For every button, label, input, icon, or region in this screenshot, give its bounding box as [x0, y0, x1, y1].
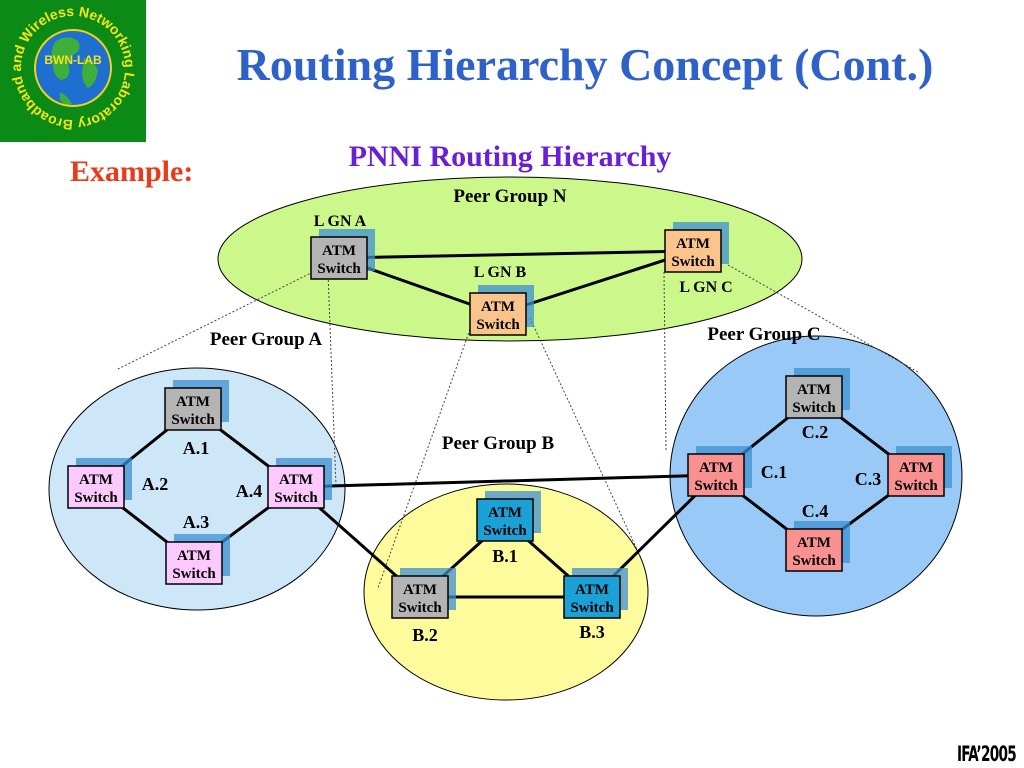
node-label-a2: A.2 [142, 474, 169, 494]
switch-box [687, 453, 745, 497]
switch-label-line2: Switch [894, 478, 938, 494]
switch-label-line2: Switch [483, 523, 527, 539]
switch-label-line2: Switch [274, 490, 318, 506]
atm-switch-b1: ATM Switch [476, 491, 541, 542]
node-label-a4: A.4 [236, 481, 263, 501]
switch-label-line2: Switch [398, 600, 442, 616]
switch-box [785, 375, 843, 419]
switch-box [469, 292, 527, 336]
atm-switch-c3: ATM Switch [887, 446, 952, 497]
atm-switch-a1: ATM Switch [164, 380, 229, 431]
projection-line [727, 264, 919, 373]
peer-group-n-label: Peer Group N [453, 186, 567, 207]
switch-box [664, 229, 722, 273]
peer-group-c-label: Peer Group C [707, 324, 820, 345]
example-label: Example: [70, 155, 194, 188]
node-label-b1: B.1 [492, 546, 518, 566]
node-label-lgn_b: L GN B [474, 264, 527, 281]
switch-box [785, 528, 843, 572]
atm-switch-lgn_a: ATM Switch [310, 229, 375, 280]
peer-group-a-ellipse [48, 367, 346, 611]
projection-line [115, 271, 314, 371]
logo-center-text: BWN-LAB [44, 53, 102, 67]
switch-label-line2: Switch [694, 478, 738, 494]
switch-box [563, 575, 621, 619]
node-label-c3: C.3 [855, 469, 882, 489]
link-lgn_a-lgn_c [338, 249, 694, 260]
switch-label-line1: ATM [176, 394, 210, 410]
node-label-b3: B.3 [579, 622, 605, 642]
switch-box [267, 465, 325, 509]
switch-box [476, 498, 534, 542]
switch-label-line1: ATM [403, 582, 437, 598]
switch-label-line1: ATM [488, 505, 522, 521]
switch-label-line1: ATM [279, 472, 313, 488]
switch-label-line1: ATM [481, 299, 515, 315]
switch-label-line2: Switch [570, 600, 614, 616]
peer-group-b-ellipse [363, 483, 649, 701]
switch-box [165, 541, 223, 585]
node-label-a1: A.1 [183, 438, 210, 458]
switch-box [164, 387, 222, 431]
atm-switch-c1: ATM Switch [687, 446, 752, 497]
switch-label-line2: Switch [476, 317, 520, 333]
switch-box [310, 236, 368, 280]
atm-switch-c2: ATM Switch [785, 368, 850, 419]
switch-box [887, 453, 945, 497]
node-label-lgn_a: L GN A [314, 213, 367, 230]
switch-label-line1: ATM [177, 548, 211, 564]
diagram-subtitle: PNNI Routing Hierarchy [348, 140, 672, 173]
atm-switch-a2: ATM Switch [67, 458, 132, 509]
switch-label-line1: ATM [899, 460, 933, 476]
switch-label-line2: Switch [792, 400, 836, 416]
bwn-lab-logo: Broadband and Wireless Networking Labora… [0, 0, 146, 142]
node-label-a3: A.3 [183, 512, 210, 532]
atm-switch-c4: ATM Switch [785, 521, 850, 572]
switch-label-line2: Switch [171, 412, 215, 428]
atm-switch-b2: ATM Switch [391, 568, 456, 619]
peer-group-b-label: Peer Group B [442, 433, 555, 454]
switch-label-line1: ATM [797, 382, 831, 398]
switch-label-line2: Switch [317, 261, 361, 277]
atm-switch-lgn_b: ATM Switch [469, 285, 534, 336]
node-label-c4: C.4 [802, 501, 829, 521]
switch-label-line2: Switch [671, 254, 715, 270]
atm-switch-lgn_c: ATM Switch [664, 222, 729, 273]
switch-label-line2: Switch [792, 553, 836, 569]
link-a4-c1 [295, 473, 717, 489]
switch-label-line1: ATM [322, 243, 356, 259]
switch-label-line1: ATM [79, 472, 113, 488]
peer-group-a-label: Peer Group A [210, 329, 323, 350]
atm-switch-b3: ATM Switch [563, 568, 628, 619]
switch-label-line1: ATM [676, 236, 710, 252]
node-label-c1: C.1 [761, 462, 788, 482]
switch-label-line2: Switch [172, 566, 216, 582]
switch-label-line1: ATM [575, 582, 609, 598]
node-label-c2: C.2 [802, 422, 829, 442]
atm-switch-a4: ATM Switch [267, 458, 332, 509]
slide-title: Routing Hierarchy Concept (Cont.) [236, 39, 934, 90]
footer-text: IFA’2005 [956, 742, 1017, 766]
switch-box [391, 575, 449, 619]
atm-switch-a3: ATM Switch [165, 534, 230, 585]
switch-box [67, 465, 125, 509]
globe-logo-graphic: Broadband and Wireless Networking Labora… [8, 3, 138, 133]
switch-label-line1: ATM [699, 460, 733, 476]
node-label-b2: B.2 [412, 625, 438, 645]
switch-label-line2: Switch [74, 490, 118, 506]
peer-group-n-ellipse [217, 176, 803, 342]
node-label-lgn_c: L GN C [679, 279, 732, 296]
switch-label-line1: ATM [797, 535, 831, 551]
